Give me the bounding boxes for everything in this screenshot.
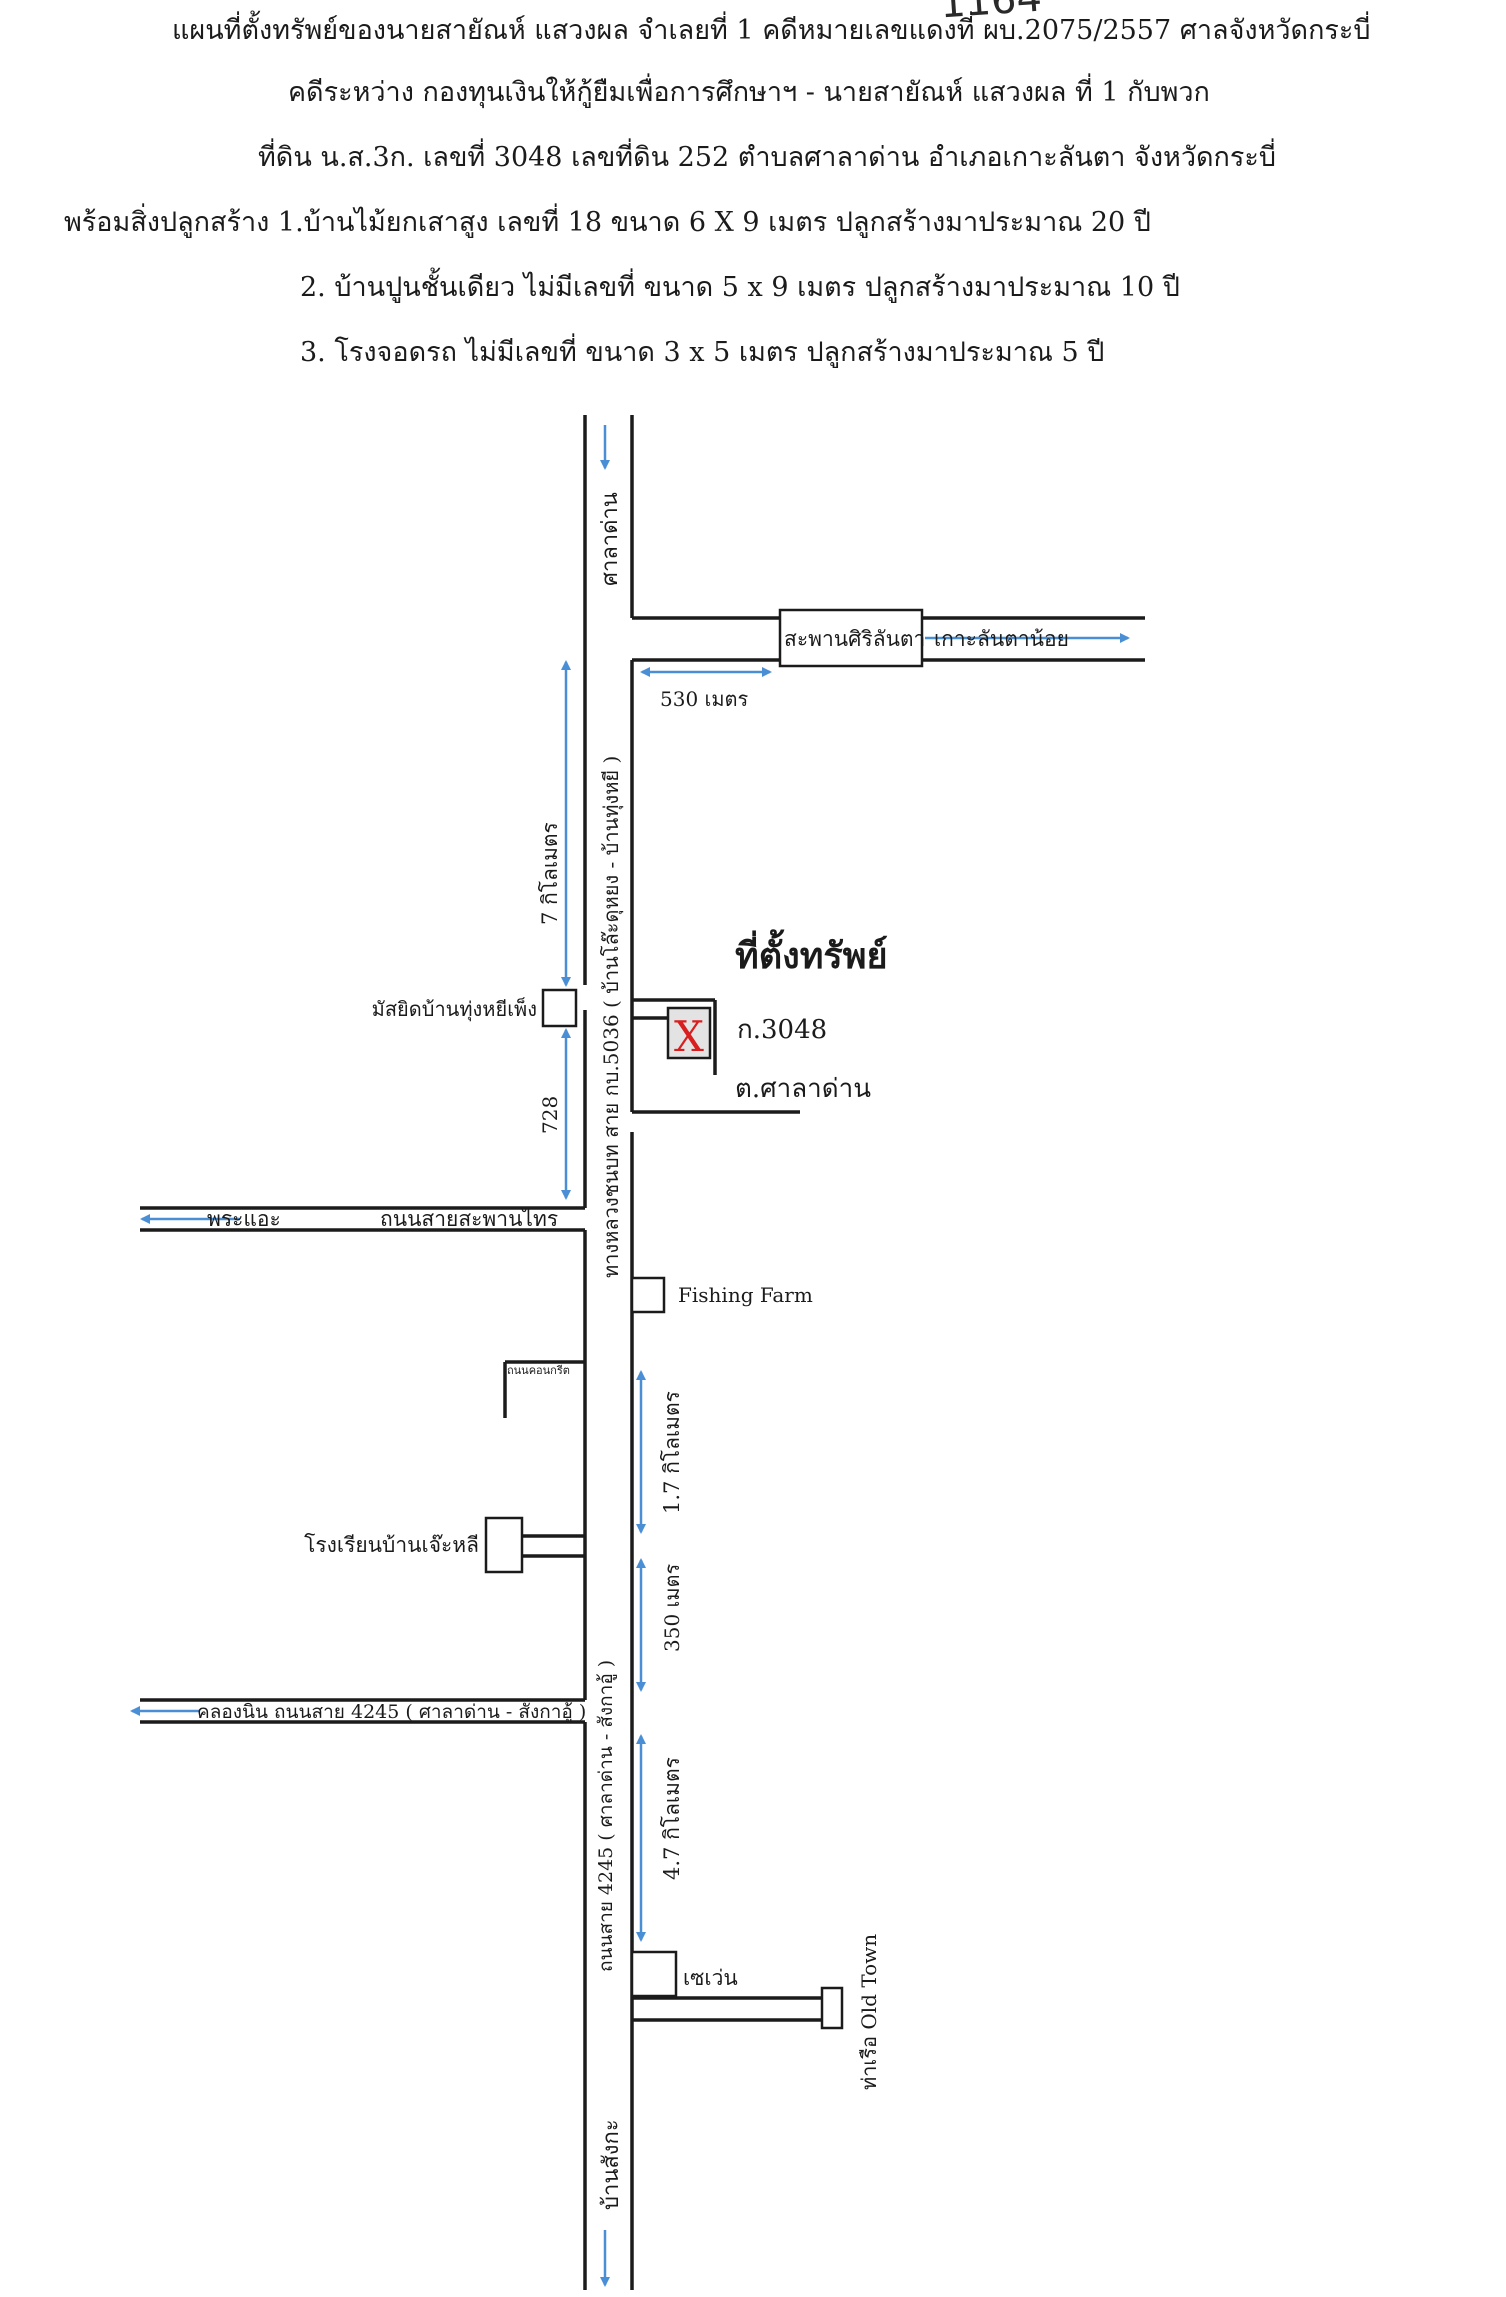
buildings <box>484 608 924 2030</box>
bridge-label: สะพานศิริลันตา <box>784 627 925 651</box>
school-box <box>484 1516 524 1574</box>
header-line-6: 3. โรงจอดรถ ไม่มีเลขที่ ขนาด 3 x 5 เมตร … <box>300 337 1105 368</box>
dist-4-7km-label: 4.7 กิโลเมตร <box>660 1757 684 1880</box>
school-label: โรงเรียนบ้านเจ๊ะหลี <box>304 1533 479 1557</box>
dist-1-7km-label: 1.7 กิโลเมตร <box>660 1391 684 1514</box>
distance-arrows <box>130 425 1130 2287</box>
mosque-box <box>541 988 578 1028</box>
header-line-5: 2. บ้านปูนชั้นเดียว ไม่มีเลขที่ ขนาด 5 x… <box>300 272 1180 303</box>
property-marker-box <box>666 1006 712 1060</box>
east-destination-label: เกาะลันตาน้อย <box>934 627 1069 651</box>
property-marker: X <box>674 1012 704 1061</box>
khlong-nin-road-label: คลองนิน ถนนสาย 4245 ( ศาลาด่าน - สังกาอู… <box>197 1701 586 1723</box>
pier-label: ท่าเรือ Old Town <box>857 1934 881 2090</box>
road-north-label: ศาลาด่าน <box>598 492 623 586</box>
header-line-1: แผนที่ตั้งทรัพย์ของนายสายัณห์ แสวงผล จำเ… <box>172 15 1371 46</box>
bridge-box <box>778 608 924 668</box>
sapan-thai-road-label: ถนนสายสะพานไทร <box>380 1207 558 1231</box>
seven-eleven-label: เซเว่น <box>683 1966 738 1990</box>
dist-350-label: 350 เมตร <box>660 1563 684 1652</box>
header-line-4: พร้อมสิ่งปลูกสร้าง 1.บ้านไม้ยกเสาสูง เลข… <box>64 207 1151 238</box>
property-title: ที่ตั้งทรัพย์ <box>735 929 888 977</box>
main-road-label: ทางหลวงชนบท สาย กบ.5036 ( บ้านโล๊ะดุหยง … <box>599 756 624 1278</box>
mosque-label: มัสยิดบ้านทุ่งหยีเพ็ง <box>372 996 537 1022</box>
dist-530-label: 530 เมตร <box>660 687 749 711</box>
dist-7km-label: 7 กิโลเมตร <box>538 822 562 925</box>
roads <box>140 415 1145 2290</box>
seven-eleven-box <box>630 1950 678 1998</box>
west-destination-label: พระแอะ <box>207 1207 281 1231</box>
road-4245-label: ถนนสาย 4245 ( ศาลาด่าน - สังกาอู้ ) <box>595 1660 617 1972</box>
pier-box <box>820 1986 844 2030</box>
subdistrict-label: ต.ศาลาด่าน <box>735 1074 871 1104</box>
dist-728-label: 728 <box>538 1096 562 1134</box>
fishing-farm-label: Fishing Farm <box>678 1283 813 1307</box>
fishing-farm-box <box>630 1276 666 1314</box>
south-destination-label: บ้านสังกะ <box>599 2119 624 2210</box>
parcel-label: ก.3048 <box>737 1015 827 1045</box>
header-line-2: คดีระหว่าง กองทุนเงินให้กู้ยืมเพื่อการศึ… <box>288 77 1210 108</box>
concrete-road-label: ถนนคอนกรีต <box>507 1364 570 1377</box>
header-line-3: ที่ดิน น.ส.3ก. เลขที่ 3048 เลขที่ดิน 252… <box>258 142 1277 173</box>
